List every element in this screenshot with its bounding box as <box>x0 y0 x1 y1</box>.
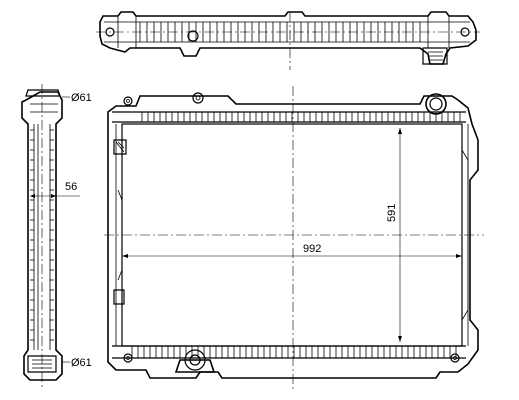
front-view: 992 591 <box>104 86 484 392</box>
top-view <box>96 11 480 70</box>
bottom-tank-ribs <box>131 346 457 358</box>
bottom-pipe-diameter-label: Ø61 <box>71 357 92 369</box>
top-pipe-diameter-label: Ø61 <box>71 92 92 104</box>
side-view: 56 Ø61 Ø61 <box>21 84 92 390</box>
width-dimension-label: 992 <box>303 243 321 255</box>
height-dimension-label: 591 <box>386 204 398 222</box>
mounting-hole-bottom-right <box>450 353 460 363</box>
filler-neck-cap <box>425 93 447 115</box>
depth-dimension-label: 56 <box>65 181 77 193</box>
top-tank-ribs <box>141 112 461 122</box>
top-inlet-port <box>192 92 204 104</box>
mounting-hole-top-left <box>123 96 133 106</box>
side-view-ribs <box>30 129 54 341</box>
mounting-hole-bottom-left <box>123 353 133 363</box>
